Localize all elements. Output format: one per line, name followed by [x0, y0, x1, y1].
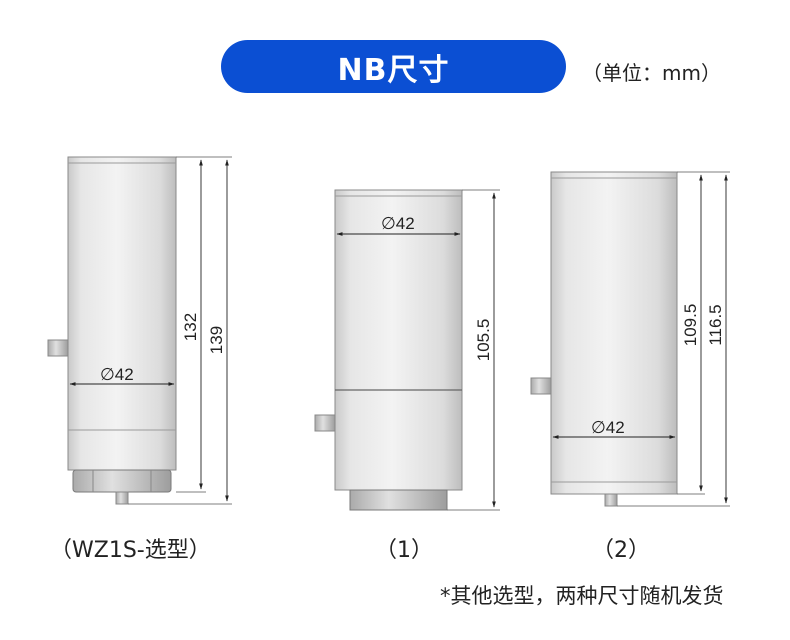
- diameter-label-1: ∅42: [381, 214, 415, 233]
- title-banner: NB尺寸: [221, 40, 566, 93]
- sensor-type-2: [530, 171, 678, 507]
- height-label-1: 105.5: [474, 319, 493, 362]
- sensor-wz1s: [47, 156, 177, 505]
- height-outer-wz1s: 139: [207, 326, 226, 354]
- diameter-label-wz1s: ∅42: [100, 365, 134, 384]
- dims-wz1s: ∅42 132 139: [69, 156, 232, 505]
- unit-label: （单位：mm）: [582, 61, 721, 85]
- diameter-label-2: ∅42: [591, 418, 625, 437]
- caption-type-1: （1）: [375, 538, 433, 563]
- dims-type-2: ∅42 109.5 116.5: [552, 171, 730, 507]
- caption-wz1s: （WZ1S-选型）: [50, 538, 211, 563]
- dims-type-1: ∅42 105.5: [336, 189, 500, 511]
- height-outer-2: 116.5: [706, 304, 725, 345]
- height-inner-2: 109.5: [681, 304, 700, 347]
- page-title: NB尺寸: [337, 52, 450, 88]
- sensor-type-1: [314, 189, 463, 511]
- caption-type-2: （2）: [592, 538, 650, 563]
- height-inner-wz1s: 132: [181, 313, 200, 341]
- footnote: *其他选型，两种尺寸随机发货: [440, 584, 724, 608]
